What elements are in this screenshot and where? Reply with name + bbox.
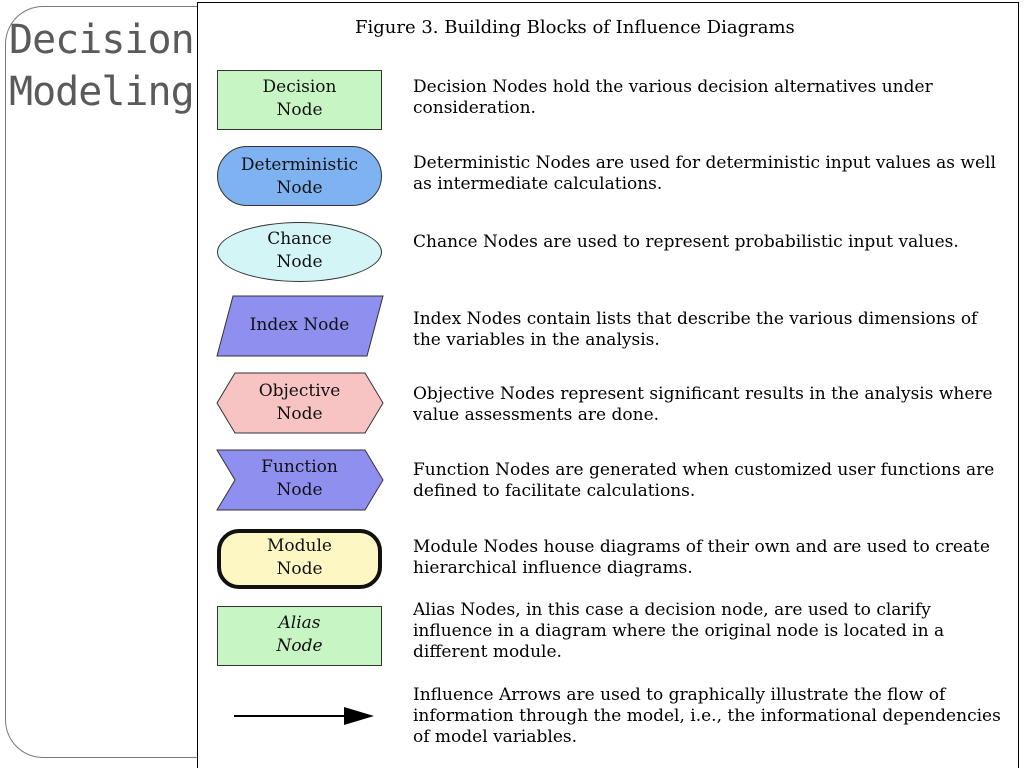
alias-node-label: Alias Node: [276, 613, 323, 656]
chance-node-label: Chance Node: [267, 229, 332, 272]
module-node-shape: [217, 529, 382, 589]
influence-arrow-description: Influence Arrows are used to graphically…: [413, 685, 1001, 747]
function-node-shape: [216, 449, 384, 511]
index-node-label: Index Node: [249, 315, 350, 335]
module-node-description: Module Nodes house diagrams of their own…: [413, 537, 990, 578]
deterministic-node-label: Deterministic Node: [240, 155, 359, 198]
alias-node-shape: [217, 606, 382, 666]
chance-node-shape: [217, 222, 382, 282]
alias-node-description: Alias Nodes, in this case a decision nod…: [413, 600, 945, 662]
slide-title-line-2: Modeling: [9, 69, 195, 115]
decision-node-label: Decision Node: [262, 77, 337, 120]
deterministic-node-shape: [217, 146, 382, 206]
deterministic-node-description: Deterministic Nodes are used for determi…: [413, 153, 996, 194]
figure-title: Figure 3. Building Blocks of Influence D…: [355, 17, 795, 38]
function-node-label: Function Node: [261, 457, 338, 500]
influence-arrow-icon: [234, 707, 374, 725]
chance-node-description: Chance Nodes are used to represent proba…: [413, 232, 959, 252]
objective-node-description: Objective Nodes represent significant re…: [413, 384, 993, 425]
module-node-label: Module Node: [267, 536, 332, 579]
objective-node-shape: [216, 372, 384, 434]
decision-node-description: Decision Nodes hold the various decision…: [413, 77, 933, 118]
index-node-shape: [216, 295, 384, 357]
function-node-description: Function Nodes are generated when custom…: [413, 460, 995, 501]
index-node-description: Index Nodes contain lists that describe …: [413, 309, 978, 350]
slide-title: Decision Modeling: [9, 14, 195, 118]
decision-node-shape: [217, 70, 382, 130]
objective-node-label: Objective Node: [258, 381, 341, 424]
slide-title-line-1: Decision: [9, 17, 195, 63]
slide-frame: [5, 6, 215, 758]
